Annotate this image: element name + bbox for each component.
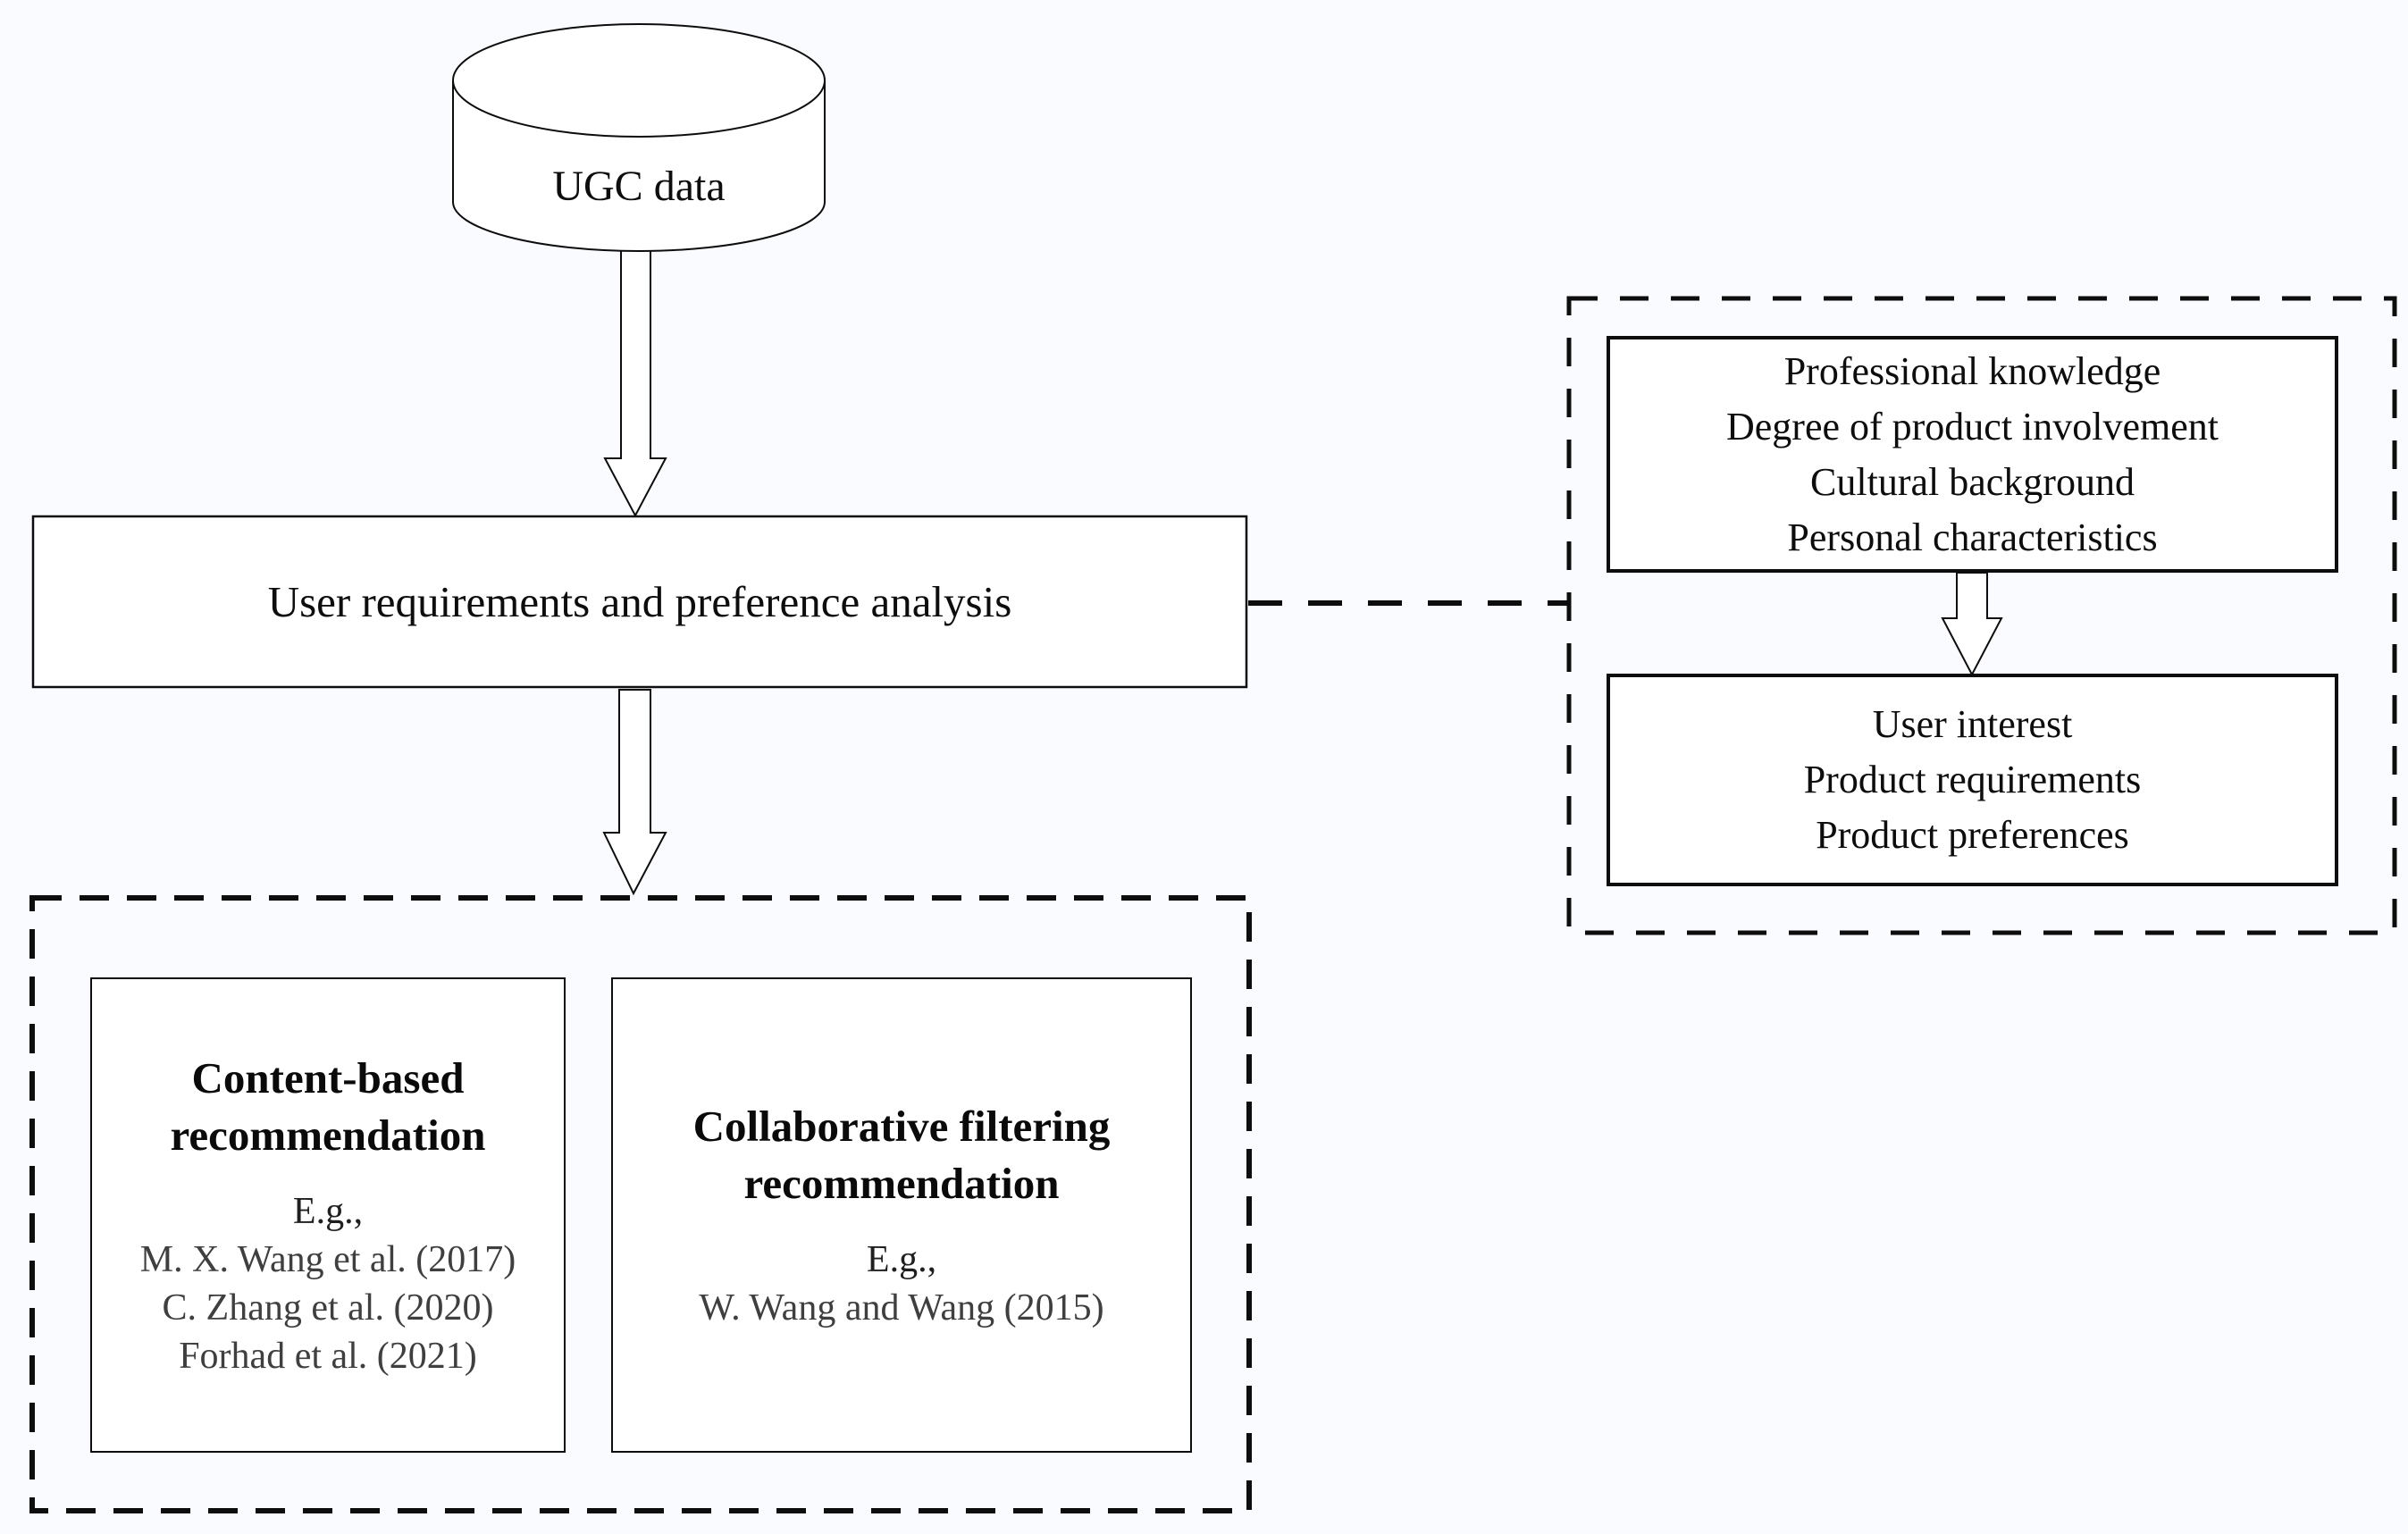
user-outcomes-box-rect	[1607, 674, 2338, 886]
recommendation-group-border	[29, 895, 1252, 1513]
arrow-ugc-to-analysis	[603, 222, 667, 518]
content-based-box-rect	[90, 977, 566, 1453]
collaborative-filtering-box-rect	[611, 977, 1192, 1453]
user-profile-group-border	[1566, 296, 2397, 935]
ugc-cylinder-top	[452, 23, 826, 138]
ugc-cylinder	[452, 23, 826, 252]
arrow-factors-to-outcomes	[1941, 572, 2003, 677]
analysis-box-rect	[31, 515, 1248, 689]
arrow-analysis-to-recommendations	[602, 689, 667, 896]
user-factors-box-rect	[1607, 336, 2338, 573]
